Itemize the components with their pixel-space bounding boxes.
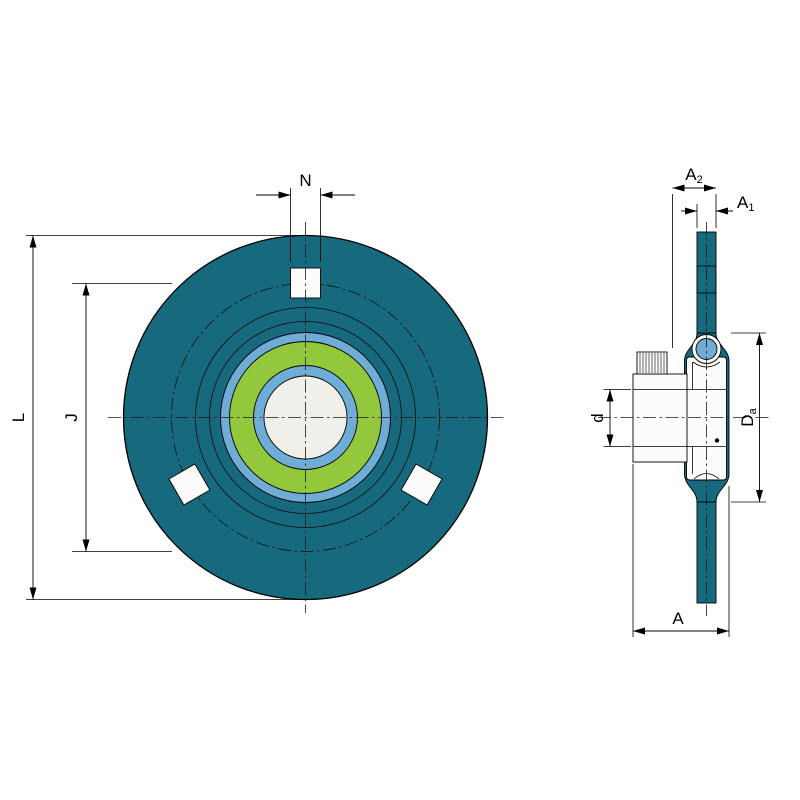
dim-a1-label-sub: 1	[748, 202, 754, 214]
dimension-j: J	[62, 283, 172, 552]
dim-a1-label: A1	[737, 193, 754, 214]
dimension-a: A	[632, 464, 730, 637]
dim-a2-label-base: A	[685, 165, 697, 184]
side-view: A2 A1 d Da A	[588, 165, 772, 637]
dimension-d: d	[588, 389, 631, 447]
dim-a1-label-base: A	[737, 193, 749, 212]
dim-da-label: Da	[738, 407, 759, 426]
dimension-da: Da	[731, 332, 766, 503]
mounting-hole-lower-left	[168, 463, 211, 506]
dim-da-label-sub: a	[747, 407, 759, 414]
dim-d-label: d	[588, 413, 607, 422]
mounting-hole-lower-right	[400, 463, 443, 506]
dim-a-label: A	[672, 609, 684, 628]
dim-n-label: N	[299, 171, 311, 190]
collar-knurl-hatch	[639, 353, 665, 373]
dim-j-label: J	[62, 413, 81, 422]
dimension-a2: A2	[672, 165, 717, 348]
dimension-n: N	[256, 171, 355, 262]
dim-da-label-base: D	[738, 414, 757, 426]
dim-a2-label-sub: 2	[697, 174, 703, 186]
dim-a2-label: A2	[685, 165, 702, 186]
rivet-dot	[714, 438, 720, 443]
inner-ring-sleeve	[632, 373, 688, 463]
dimension-a1: A1	[681, 193, 754, 228]
front-view: N L J	[9, 171, 505, 613]
dimension-l: L	[9, 235, 300, 600]
dim-l-label: L	[9, 413, 28, 422]
